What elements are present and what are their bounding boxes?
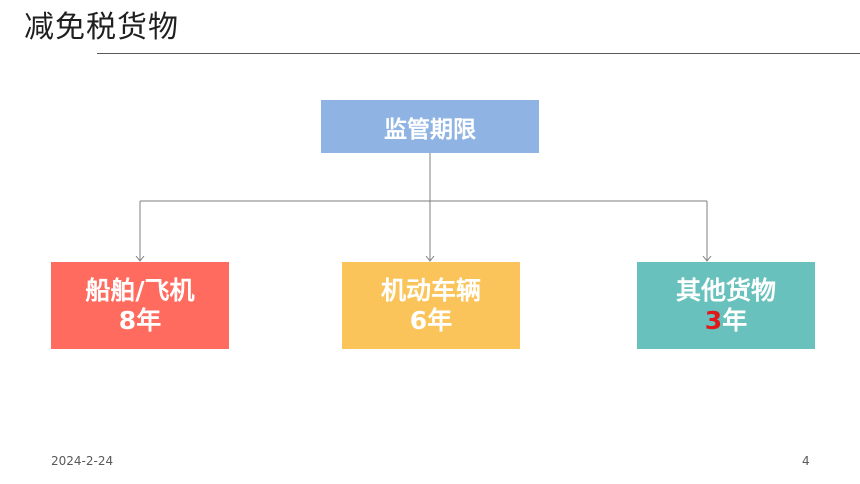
node-ship-aircraft: 船舶/飞机 8年 [51, 262, 229, 349]
node-ship-aircraft-period: 8年 [119, 306, 161, 336]
node-motor-vehicles: 机动车辆 6年 [342, 262, 520, 349]
page-title: 减免税货物 [24, 10, 179, 45]
node-other-goods-label: 其他货物 [675, 275, 776, 305]
page-number: 4 [802, 454, 810, 468]
node-other-goods: 其他货物 3年 [637, 262, 815, 349]
node-motor-vehicles-number: 6 [409, 305, 428, 335]
footer-date: 2024-2-24 [51, 454, 114, 468]
node-ship-aircraft-number: 8 [118, 305, 137, 335]
node-other-goods-unit: 年 [722, 305, 748, 335]
node-motor-vehicles-unit: 年 [427, 305, 453, 335]
node-other-goods-number: 3 [704, 305, 723, 335]
root-node-supervision-period: 监管期限 [321, 100, 539, 153]
node-ship-aircraft-label: 船舶/飞机 [85, 275, 195, 305]
node-motor-vehicles-label: 机动车辆 [380, 275, 481, 305]
root-node-label: 监管期限 [384, 116, 476, 143]
node-ship-aircraft-unit: 年 [136, 305, 162, 335]
title-underline [97, 53, 860, 54]
node-motor-vehicles-period: 6年 [410, 306, 452, 336]
node-other-goods-period: 3年 [705, 306, 747, 336]
